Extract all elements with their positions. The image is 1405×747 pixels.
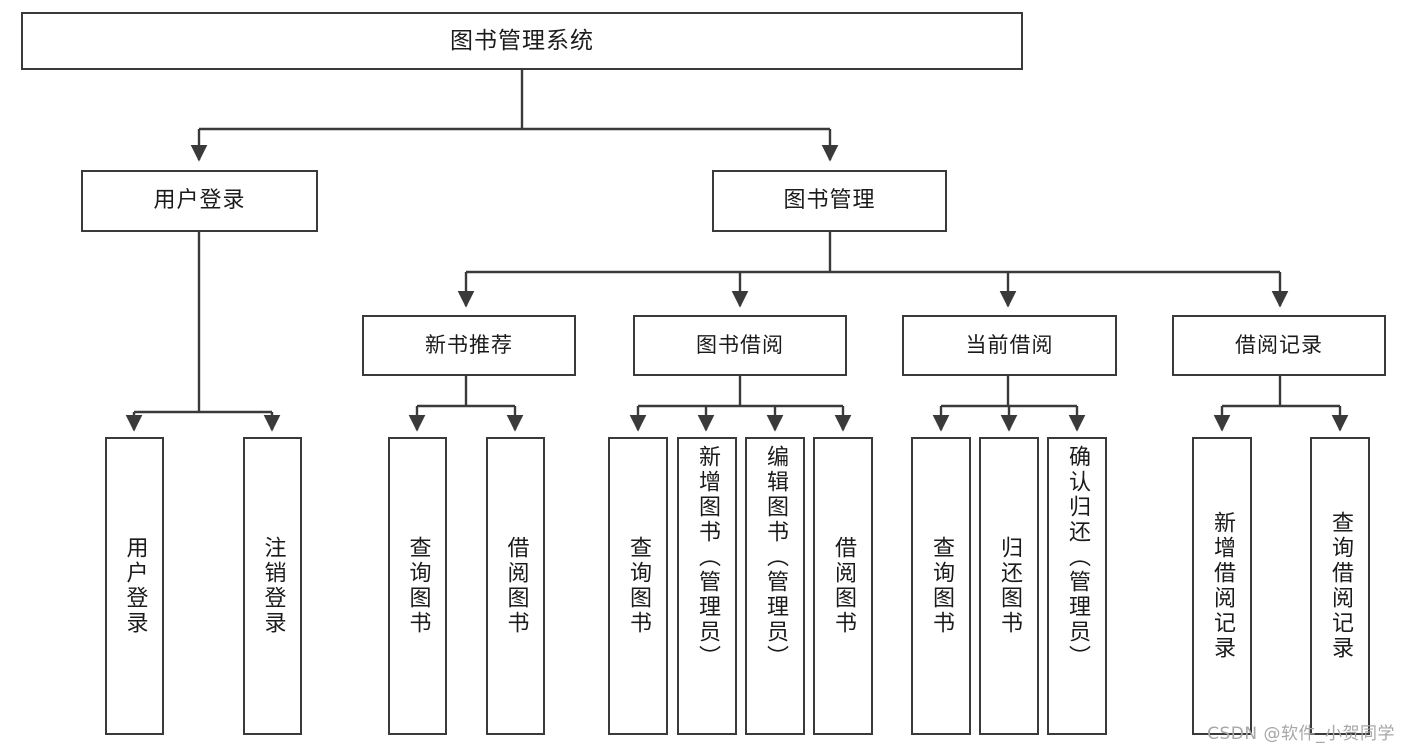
node-label: 借阅图书 bbox=[503, 536, 529, 636]
leaf-borrow-borrow-book[interactable]: 借阅图书 bbox=[813, 437, 873, 735]
leaf-recommend-borrow-book[interactable]: 借阅图书 bbox=[486, 437, 545, 735]
node-label: 编辑图书（管理员） bbox=[762, 445, 788, 670]
watermark: CSDN @软件_小贺同学 bbox=[1207, 724, 1395, 744]
node-label: 图书管理系统 bbox=[450, 27, 594, 54]
node-label: 用户登录 bbox=[153, 188, 246, 214]
node-current-borrow[interactable]: 当前借阅 bbox=[902, 315, 1117, 376]
node-book-management[interactable]: 图书管理 bbox=[712, 170, 947, 232]
node-label: 图书管理 bbox=[783, 188, 876, 214]
node-root-system[interactable]: 图书管理系统 bbox=[21, 12, 1023, 70]
leaf-borrow-add-book-admin[interactable]: 新增图书（管理员） bbox=[677, 437, 737, 735]
node-label: 借阅记录 bbox=[1235, 333, 1323, 358]
leaf-current-query-book[interactable]: 查询图书 bbox=[911, 437, 971, 735]
node-label: 新增借阅记录 bbox=[1209, 511, 1235, 661]
node-label: 图书借阅 bbox=[696, 333, 784, 358]
leaf-borrow-query-book[interactable]: 查询图书 bbox=[608, 437, 668, 735]
leaf-recommend-query-book[interactable]: 查询图书 bbox=[388, 437, 447, 735]
node-label: 查询借阅记录 bbox=[1327, 511, 1353, 661]
node-user-login[interactable]: 用户登录 bbox=[81, 170, 318, 232]
leaf-user-logout[interactable]: 注销登录 bbox=[243, 437, 302, 735]
node-label: 归还图书 bbox=[996, 536, 1022, 636]
leaf-record-query-record[interactable]: 查询借阅记录 bbox=[1310, 437, 1370, 735]
leaf-current-confirm-return-admin[interactable]: 确认归还（管理员） bbox=[1047, 437, 1107, 735]
node-label: 注销登录 bbox=[260, 536, 286, 636]
node-book-borrow[interactable]: 图书借阅 bbox=[633, 315, 847, 376]
node-label: 新书推荐 bbox=[425, 333, 513, 358]
node-label: 新增图书（管理员） bbox=[694, 445, 720, 670]
node-label: 当前借阅 bbox=[965, 333, 1054, 358]
node-label: 查询图书 bbox=[625, 536, 651, 636]
leaf-record-add-record[interactable]: 新增借阅记录 bbox=[1192, 437, 1252, 735]
leaf-user-login[interactable]: 用户登录 bbox=[105, 437, 164, 735]
node-label: 借阅图书 bbox=[830, 536, 856, 636]
node-label: 查询图书 bbox=[928, 536, 954, 636]
node-label: 用户登录 bbox=[122, 536, 148, 636]
leaf-current-return-book[interactable]: 归还图书 bbox=[979, 437, 1039, 735]
leaf-borrow-edit-book-admin[interactable]: 编辑图书（管理员） bbox=[745, 437, 805, 735]
node-label: 查询图书 bbox=[405, 536, 431, 636]
node-borrow-record[interactable]: 借阅记录 bbox=[1172, 315, 1386, 376]
node-new-book-recommend[interactable]: 新书推荐 bbox=[362, 315, 576, 376]
node-label: 确认归还（管理员） bbox=[1064, 445, 1090, 670]
